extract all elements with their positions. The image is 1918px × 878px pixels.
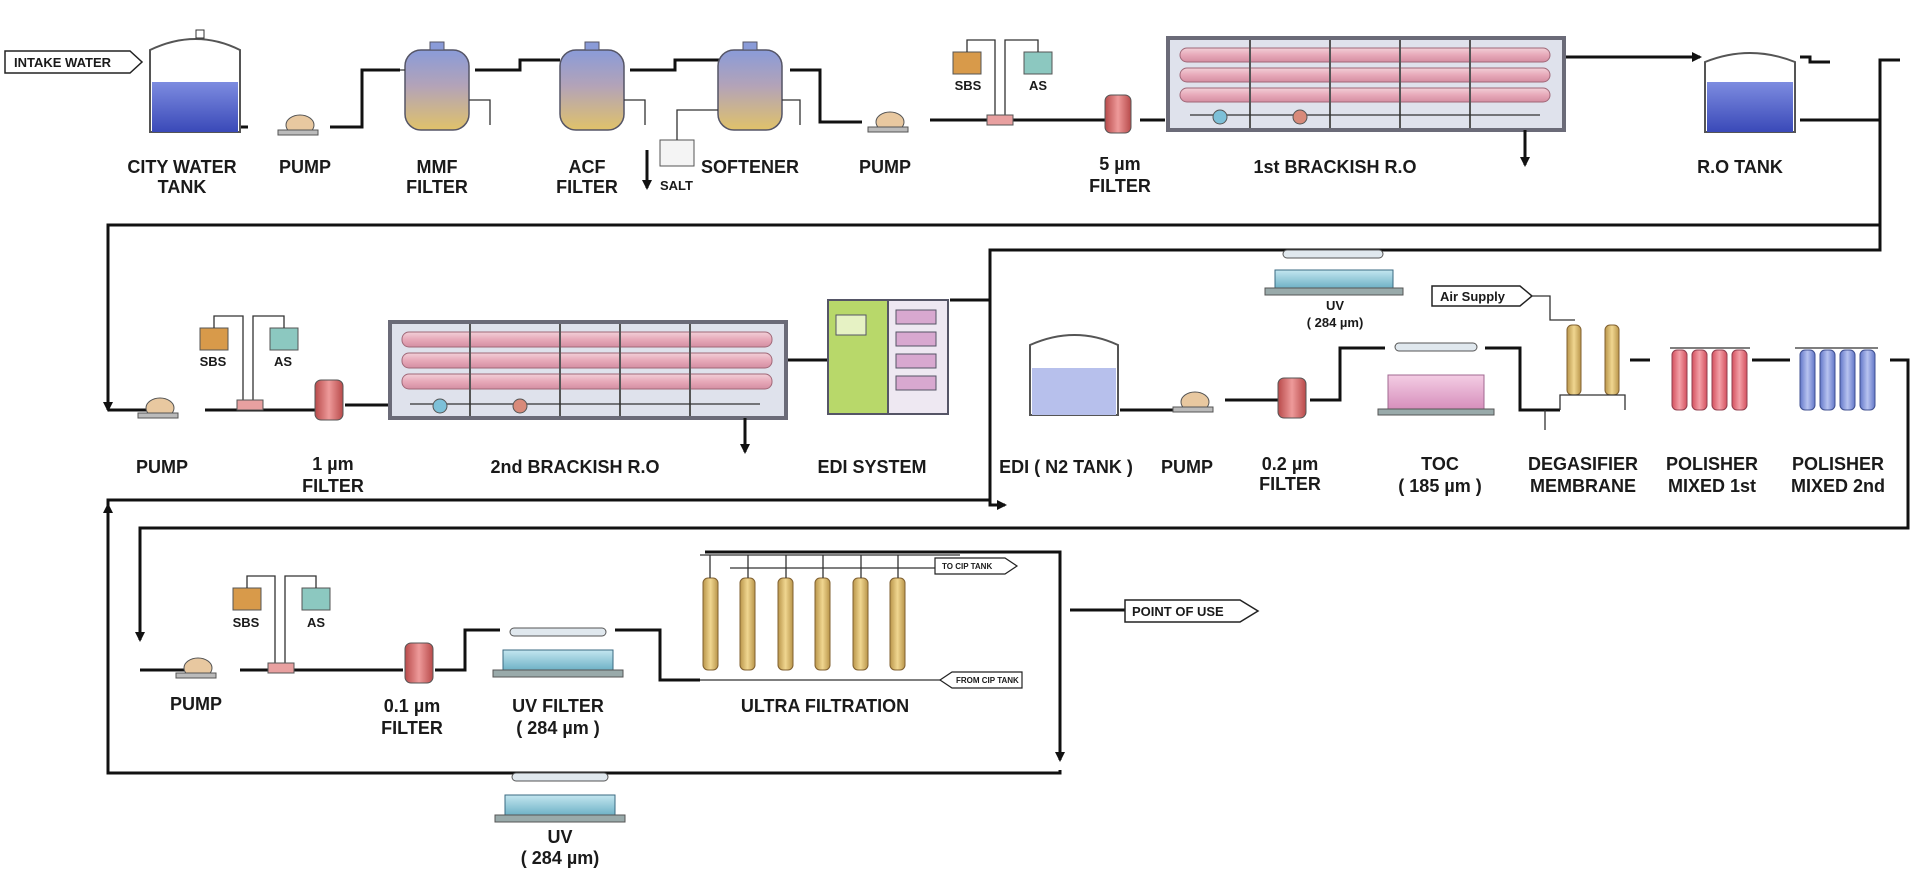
uv-filter-label-1: UV FILTER — [512, 696, 604, 716]
brackish-ro-2-label: 2nd BRACKISH R.O — [490, 457, 659, 477]
edi-n2-tank-label: EDI ( N2 TANK ) — [999, 457, 1133, 477]
filter-01um: 0.1 µm FILTER — [381, 642, 443, 738]
intake-water-label: INTAKE WATER — [14, 55, 112, 70]
uv-filter-label-2: ( 284 µm ) — [516, 718, 599, 738]
ultra-filtration: ULTRA FILTRATION — [700, 554, 960, 716]
polisher-mixed-1st: POLISHER MIXED 1st — [1666, 347, 1758, 496]
toc-unit: TOC ( 185 µm ) — [1377, 342, 1495, 496]
city-water-tank: CITY WATER TANK — [127, 29, 241, 197]
brackish-ro-2: 2nd BRACKISH R.O — [388, 320, 788, 477]
brackish-ro-1-label: 1st BRACKISH R.O — [1253, 157, 1416, 177]
air-supply-arrow: Air Supply — [1431, 285, 1575, 321]
intake-water-arrow: INTAKE WATER — [4, 50, 144, 74]
pump-2: PUMP — [859, 111, 911, 177]
sbs-label-3: SBS — [233, 615, 260, 630]
pump-5-label: PUMP — [170, 694, 222, 714]
edi-system-label: EDI SYSTEM — [817, 457, 926, 477]
edi-system: EDI SYSTEM — [817, 299, 949, 477]
filter-5um-label-2: FILTER — [1089, 176, 1151, 196]
air-supply-label: Air Supply — [1440, 289, 1506, 304]
pump-5: PUMP — [170, 657, 222, 714]
sbs-label-1: SBS — [955, 78, 982, 93]
filter-1um-label-2: FILTER — [302, 476, 364, 496]
as-label-1: AS — [1029, 78, 1047, 93]
from-cip-tank-label: FROM CIP TANK — [956, 676, 1019, 685]
sbs-label-2: SBS — [200, 354, 227, 369]
to-cip-tank-label: TO CIP TANK — [942, 562, 992, 571]
filter-01um-label-1: 0.1 µm — [384, 696, 440, 716]
main-pipes — [103, 52, 1910, 775]
point-of-use-label: POINT OF USE — [1132, 604, 1224, 619]
filter-1um-label-1: 1 µm — [312, 454, 353, 474]
from-cip-tank-arrow: FROM CIP TANK — [938, 671, 1023, 689]
filter-02um-label-1: 0.2 µm — [1262, 454, 1318, 474]
ultra-filtration-label: ULTRA FILTRATION — [741, 696, 909, 716]
pump-4-label: PUMP — [1161, 457, 1213, 477]
polisher-2nd-label-2: MIXED 2nd — [1791, 476, 1885, 496]
uv-filter: UV FILTER ( 284 µm ) — [492, 627, 624, 738]
city-water-tank-label-2: TANK — [158, 177, 207, 197]
polisher-1st-label-2: MIXED 1st — [1668, 476, 1756, 496]
polisher-1st-label-1: POLISHER — [1666, 454, 1758, 474]
uv-bottom-label-1: UV — [547, 827, 572, 847]
salt-label: SALT — [660, 178, 693, 193]
polisher-mixed-2nd: POLISHER MIXED 2nd — [1791, 347, 1885, 496]
toc-label-2: ( 185 µm ) — [1398, 476, 1481, 496]
brackish-ro-1: 1st BRACKISH R.O — [1166, 36, 1566, 177]
pump-1: PUMP — [277, 114, 331, 177]
uv-bottom: UV ( 284 µm) — [494, 772, 626, 868]
as-label-2: AS — [274, 354, 292, 369]
filter-5um-label-1: 5 µm — [1099, 154, 1140, 174]
uv-top-label-2: ( 284 µm) — [1307, 315, 1364, 330]
edi-n2-tank: EDI ( N2 TANK ) — [999, 334, 1133, 477]
polisher-2nd-label-1: POLISHER — [1792, 454, 1884, 474]
point-of-use-arrow: POINT OF USE — [1070, 599, 1260, 623]
acf-filter-label-2: FILTER — [556, 177, 618, 197]
filter-02um-label-2: FILTER — [1259, 474, 1321, 494]
ro-tank: R.O TANK — [1697, 52, 1796, 177]
to-cip-tank-arrow: TO CIP TANK — [934, 557, 1019, 575]
filter-01um-label-2: FILTER — [381, 718, 443, 738]
softener: SOFTENER — [701, 41, 801, 177]
degasifier-label-2: MEMBRANE — [1530, 476, 1636, 496]
acf-filter: ACF FILTER — [556, 41, 646, 197]
softener-label: SOFTENER — [701, 157, 799, 177]
mmf-filter: MMF FILTER — [400, 41, 491, 197]
uv-bottom-label-2: ( 284 µm) — [521, 848, 599, 868]
filter-1um: 1 µm FILTER — [302, 379, 364, 496]
toc-label-1: TOC — [1421, 454, 1459, 474]
ro-tank-label: R.O TANK — [1697, 157, 1783, 177]
filter-02um: 0.2 µm FILTER — [1259, 377, 1321, 494]
as-label-3: AS — [307, 615, 325, 630]
acf-filter-label-1: ACF — [569, 157, 606, 177]
pump-3-label: PUMP — [136, 457, 188, 477]
pump-1-label: PUMP — [279, 157, 331, 177]
degasifier-label-1: DEGASIFIER — [1528, 454, 1638, 474]
salt-tank: SALT — [642, 109, 718, 193]
uv-top: UV ( 284 µm) — [1264, 249, 1404, 330]
pump-2-label: PUMP — [859, 157, 911, 177]
pump-4: PUMP — [1161, 391, 1214, 477]
degasifier-membrane: DEGASIFIER MEMBRANE — [1528, 324, 1638, 496]
pump-3: PUMP — [136, 397, 188, 477]
chemical-dosing-1: SBS AS — [952, 39, 1053, 126]
mmf-filter-label-1: MMF — [417, 157, 458, 177]
uv-top-label-1: UV — [1326, 298, 1344, 313]
city-water-tank-label-1: CITY WATER — [127, 157, 236, 177]
chemical-dosing-2: SBS AS — [199, 315, 299, 411]
chemical-dosing-3: SBS AS — [232, 575, 331, 674]
mmf-filter-label-2: FILTER — [406, 177, 468, 197]
filter-5um: 5 µm FILTER — [1089, 94, 1151, 196]
